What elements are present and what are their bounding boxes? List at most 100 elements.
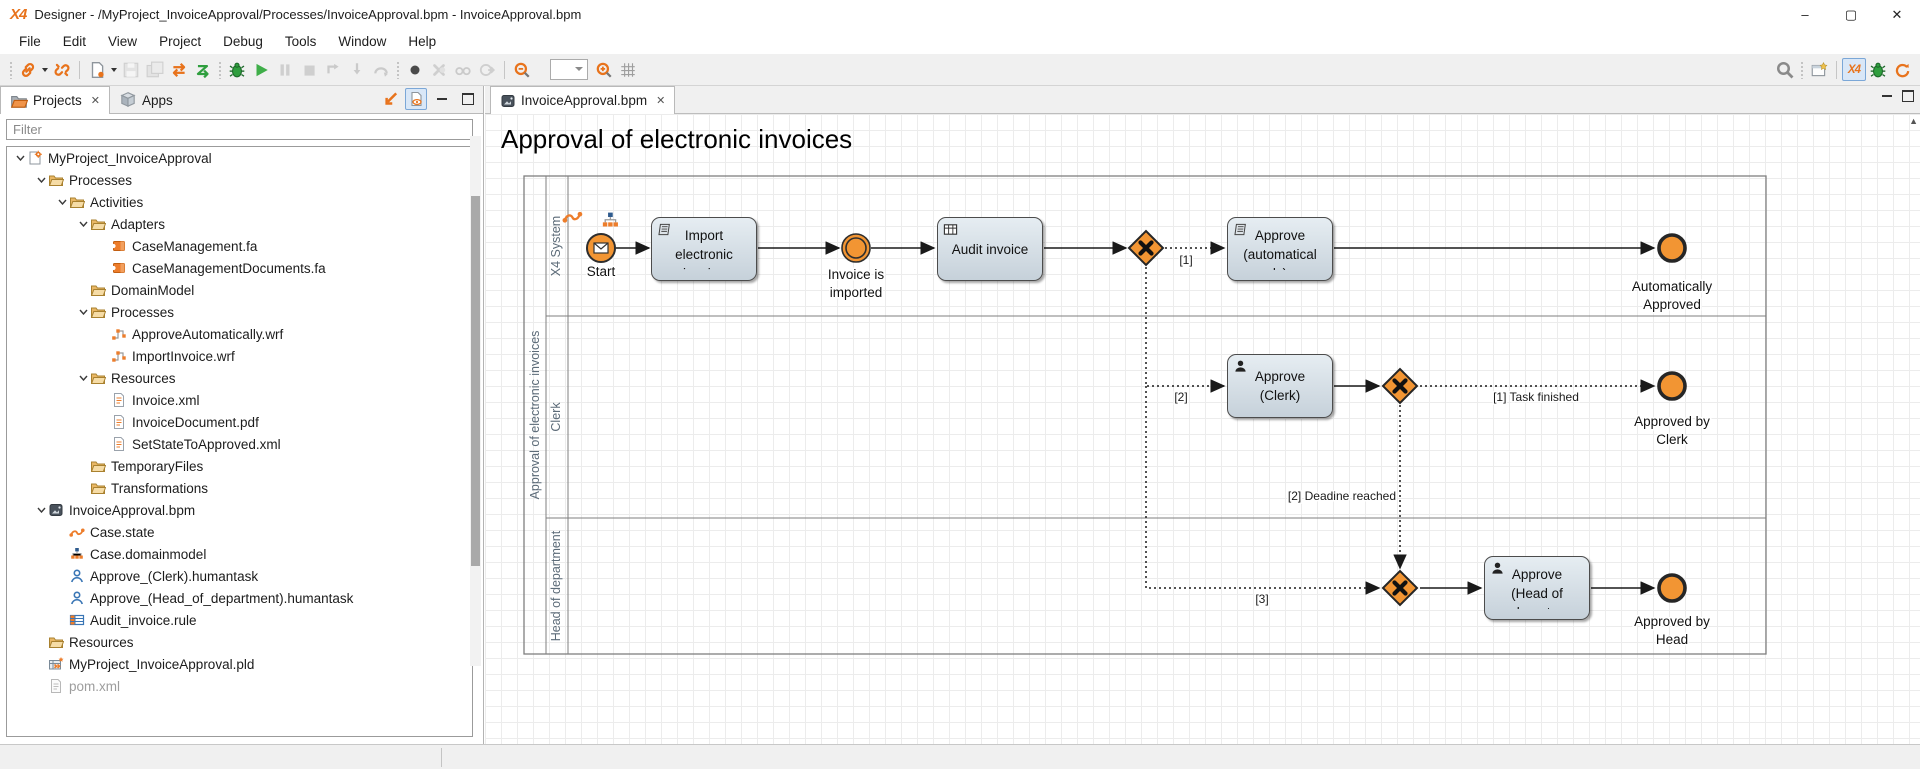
tree-item-approve-head-of-department-humantask[interactable]: Approve_(Head_of_department).humantask bbox=[7, 587, 472, 609]
minimize-window-button[interactable]: – bbox=[1801, 7, 1809, 22]
close-tab-icon[interactable]: ✕ bbox=[656, 95, 666, 107]
filter-input[interactable] bbox=[6, 119, 473, 140]
menu-file[interactable]: File bbox=[19, 34, 41, 49]
maximize-window-button[interactable]: ▢ bbox=[1844, 6, 1858, 22]
menu-edit[interactable]: Edit bbox=[62, 34, 87, 49]
tree-item-myproject-invoiceapproval-pld[interactable]: MyProject_InvoiceApproval.pld bbox=[7, 653, 472, 675]
chevron-down-icon[interactable] bbox=[13, 151, 27, 165]
tree-item-myproject-invoiceapproval[interactable]: MyProject_InvoiceApproval bbox=[7, 147, 472, 169]
task-auto[interactable]: Approve(automatically) bbox=[1227, 217, 1333, 281]
tree-item-activities[interactable]: Activities bbox=[7, 191, 472, 213]
disconnect-icon[interactable] bbox=[50, 58, 74, 82]
refresh-icon[interactable] bbox=[1890, 58, 1914, 82]
end-event[interactable] bbox=[1657, 371, 1687, 401]
zoom-in-icon[interactable] bbox=[592, 58, 616, 82]
close-tab-icon[interactable]: ✕ bbox=[90, 95, 100, 107]
tree-item-label: Case.state bbox=[90, 524, 155, 540]
task-clerk[interactable]: Approve(Clerk) bbox=[1227, 354, 1333, 418]
grid-toggle-icon[interactable] bbox=[616, 58, 640, 82]
canvas-scroll-up-icon[interactable]: ▲ bbox=[1909, 116, 1918, 126]
run-icon[interactable] bbox=[249, 58, 273, 82]
maximize-editor-icon[interactable] bbox=[1902, 90, 1914, 102]
exclusive-gateway[interactable] bbox=[1381, 569, 1419, 607]
exclusive-gateway[interactable] bbox=[1127, 229, 1165, 267]
debug-perspective-icon[interactable] bbox=[1866, 58, 1890, 82]
end-event-label: Approved bbox=[1643, 297, 1701, 312]
menu-help[interactable]: Help bbox=[408, 34, 437, 49]
deploy-icon[interactable] bbox=[167, 58, 191, 82]
tree-item-casemanagementdocuments-fa[interactable]: CaseManagementDocuments.fa bbox=[7, 257, 472, 279]
chevron-down-icon[interactable] bbox=[34, 173, 48, 187]
chevron-down-icon[interactable] bbox=[55, 195, 69, 209]
tree-item-processes[interactable]: Processes bbox=[7, 169, 472, 191]
chevron-down-icon[interactable] bbox=[76, 305, 90, 319]
start-event[interactable] bbox=[586, 233, 616, 263]
tree-item-invoicedocument-pdf[interactable]: InvoiceDocument.pdf bbox=[7, 411, 472, 433]
dropdown-arrow-icon[interactable] bbox=[40, 58, 50, 82]
tree-item-setstatetoapproved-xml[interactable]: SetStateToApproved.xml bbox=[7, 433, 472, 455]
link-editor-icon[interactable] bbox=[405, 88, 427, 110]
menu-debug[interactable]: Debug bbox=[223, 34, 263, 49]
close-window-button[interactable]: ✕ bbox=[1891, 6, 1903, 22]
bpm-canvas[interactable]: Approval of electronic invoices Approval… bbox=[485, 114, 1920, 744]
chevron-down-icon[interactable] bbox=[76, 371, 90, 385]
tree-item-pom-xml[interactable]: pom.xml bbox=[7, 675, 472, 697]
tree-item-invoiceapproval-bpm[interactable]: InvoiceApproval.bpm bbox=[7, 499, 472, 521]
tree-item-case-state[interactable]: Case.state bbox=[7, 521, 472, 543]
tree-item-approve-clerk-humantask[interactable]: Approve_(Clerk).humantask bbox=[7, 565, 472, 587]
menu-tools[interactable]: Tools bbox=[284, 34, 317, 49]
step-over-icon bbox=[369, 58, 393, 82]
sync-icon[interactable] bbox=[191, 58, 215, 82]
perspective-x4-button[interactable]: X4 bbox=[1841, 58, 1866, 81]
tree-scrollbar[interactable] bbox=[470, 136, 481, 666]
tree-item-transformations[interactable]: Transformations bbox=[7, 477, 472, 499]
menu-window[interactable]: Window bbox=[338, 34, 387, 49]
open-perspective-icon[interactable] bbox=[1807, 58, 1831, 82]
chevron-down-icon[interactable] bbox=[76, 217, 90, 231]
tree-item-approveautomatically-wrf[interactable]: ApproveAutomatically.wrf bbox=[7, 323, 472, 345]
tree-item-importinvoice-wrf[interactable]: ImportInvoice.wrf bbox=[7, 345, 472, 367]
panel-tab-apps[interactable]: Apps bbox=[110, 86, 182, 114]
lane-label-head-of-department: Head of department bbox=[549, 530, 563, 641]
record-icon[interactable] bbox=[403, 58, 427, 82]
end-event[interactable] bbox=[1657, 233, 1687, 263]
projects-panel: Projects✕Apps MyProject_InvoiceApprovalP… bbox=[0, 86, 484, 744]
tree-item-resources[interactable]: Resources bbox=[7, 367, 472, 389]
tree-item-case-domainmodel[interactable]: Case.domainmodel bbox=[7, 543, 472, 565]
minimize-panel-icon[interactable] bbox=[431, 88, 453, 110]
end-event[interactable] bbox=[1657, 573, 1687, 603]
chevron-down-icon[interactable] bbox=[34, 503, 48, 517]
tree-item-invoice-xml[interactable]: Invoice.xml bbox=[7, 389, 472, 411]
import-arrow-icon[interactable] bbox=[379, 88, 401, 110]
minimize-editor-icon[interactable] bbox=[1882, 92, 1892, 97]
connect-icon[interactable] bbox=[16, 58, 40, 82]
menu-view[interactable]: View bbox=[108, 34, 138, 49]
tree-item-audit-invoice-rule[interactable]: Audit_invoice.rule bbox=[7, 609, 472, 631]
tree-item-temporaryfiles[interactable]: TemporaryFiles bbox=[7, 455, 472, 477]
debug-bug-icon[interactable] bbox=[225, 58, 249, 82]
maximize-panel-icon[interactable] bbox=[457, 88, 479, 110]
tree-item-adapters[interactable]: Adapters bbox=[7, 213, 472, 235]
tree-item-resources[interactable]: Resources bbox=[7, 631, 472, 653]
dropdown-arrow-icon[interactable] bbox=[109, 58, 119, 82]
intermediate-event[interactable] bbox=[841, 233, 871, 263]
chevron-placeholder bbox=[34, 679, 48, 693]
tree-scrollbar-thumb[interactable] bbox=[471, 196, 480, 566]
editor-tab-invoiceapproval[interactable]: InvoiceApproval.bpm✕ bbox=[490, 86, 676, 114]
new-file-icon[interactable] bbox=[85, 58, 109, 82]
panel-tab-projects[interactable]: Projects✕ bbox=[0, 86, 110, 114]
tree-item-processes[interactable]: Processes bbox=[7, 301, 472, 323]
tree-item-domainmodel[interactable]: DomainModel bbox=[7, 279, 472, 301]
search-icon[interactable] bbox=[1773, 58, 1797, 82]
exclusive-gateway[interactable] bbox=[1381, 367, 1419, 405]
task-import[interactable]: Importelectronicinvoice bbox=[651, 217, 757, 281]
tree-item-casemanagement-fa[interactable]: CaseManagement.fa bbox=[7, 235, 472, 257]
task-audit[interactable]: Audit invoice bbox=[937, 217, 1043, 281]
sequence-flow[interactable] bbox=[1145, 386, 1381, 595]
zoom-level-combo[interactable] bbox=[550, 59, 588, 80]
zoom-out-icon[interactable] bbox=[510, 58, 534, 82]
sequence-flow[interactable] bbox=[1145, 267, 1226, 393]
bpmn-pool[interactable] bbox=[523, 175, 1767, 655]
menu-project[interactable]: Project bbox=[159, 34, 202, 49]
